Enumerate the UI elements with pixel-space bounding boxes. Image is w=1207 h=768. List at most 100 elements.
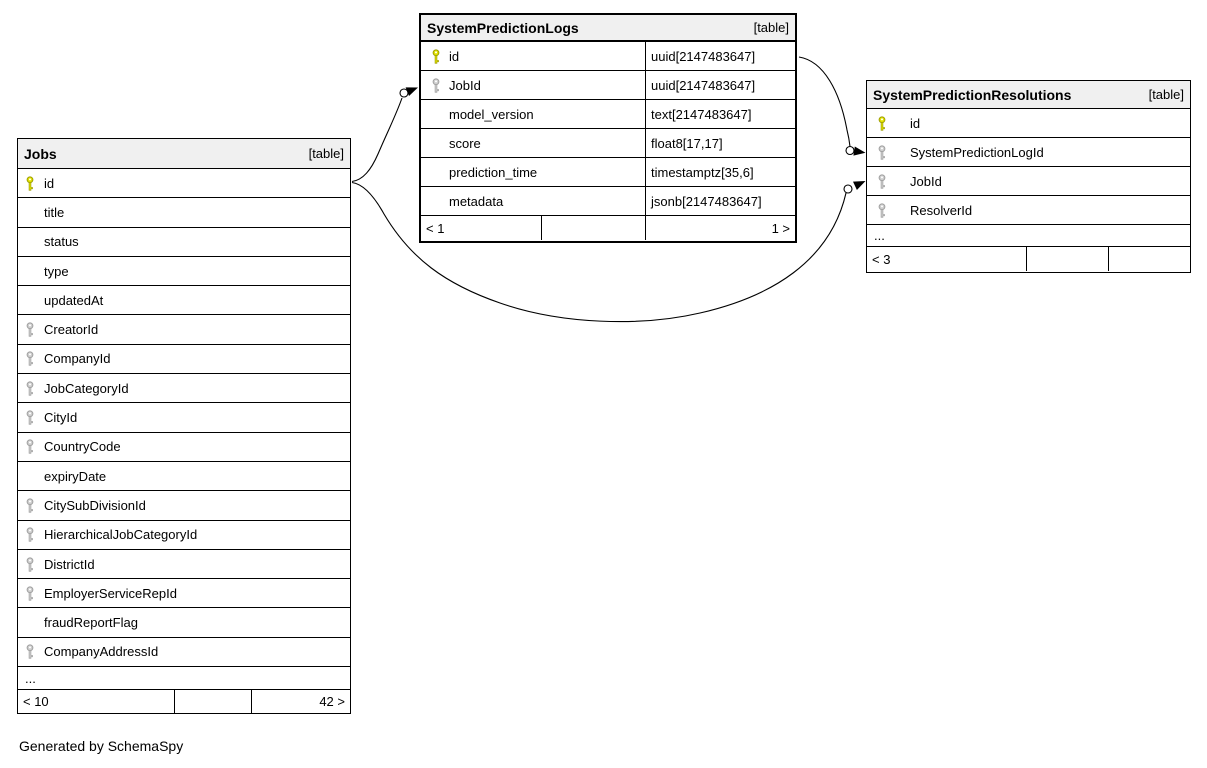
table-header[interactable]: SystemPredictionLogs [table] [421, 15, 795, 42]
table-title: SystemPredictionResolutions [873, 86, 1072, 103]
column-name: status [44, 234, 79, 250]
column-name: JobId [910, 173, 942, 189]
column-row: SystemPredictionLogId [867, 138, 1190, 167]
key-placeholder [25, 234, 35, 249]
child-count: 1 > [645, 216, 795, 240]
column-name: CitySubDivisionId [44, 497, 146, 513]
column-name: CreatorId [44, 322, 99, 338]
table-footer: < 10 42 > [18, 690, 350, 714]
foreign-key-icon [25, 351, 35, 366]
column-type: uuid[2147483647] [645, 42, 795, 70]
table-title: SystemPredictionLogs [427, 19, 579, 36]
column-row: CountryCode [18, 433, 350, 462]
cardinality-circle-marker [845, 145, 855, 156]
column-type: text[2147483647] [645, 100, 795, 128]
table-header[interactable]: SystemPredictionResolutions [table] [867, 81, 1190, 109]
column-row: DistrictId [18, 550, 350, 580]
foreign-key-icon [877, 174, 887, 189]
cardinality-circle-marker [399, 88, 409, 98]
child-count [1108, 247, 1190, 271]
column-row: metadata jsonb[2147483647] [421, 187, 795, 216]
foreign-key-icon [25, 644, 35, 659]
table-type-badge: [table] [753, 20, 789, 35]
column-row: model_version text[2147483647] [421, 100, 795, 129]
column-row: HierarchicalJobCategoryId [18, 521, 350, 550]
column-name: fraudReportFlag [44, 615, 138, 631]
column-name: SystemPredictionLogId [910, 144, 1044, 160]
column-name: type [44, 263, 69, 279]
key-placeholder [25, 469, 35, 484]
table-header[interactable]: Jobs [table] [18, 139, 350, 169]
column-name: id [44, 175, 55, 191]
column-type: timestamptz[35,6] [645, 158, 795, 186]
column-name: CityId [44, 410, 78, 426]
column-type: float8[17,17] [645, 129, 795, 157]
foreign-key-icon [25, 586, 35, 601]
column-type: jsonb[2147483647] [645, 187, 795, 215]
column-row: type [18, 257, 350, 287]
ellipsis-label: ... [25, 670, 36, 686]
column-name: expiryDate [44, 468, 107, 484]
generated-by-note: Generated by SchemaSpy [19, 738, 184, 754]
foreign-key-icon [25, 322, 35, 337]
table-jobs[interactable]: Jobs [table] id title status type update… [17, 138, 351, 714]
ellipsis-row: ... [867, 225, 1190, 247]
relationship-line [351, 97, 403, 183]
column-row: prediction_time timestamptz[35,6] [421, 158, 795, 187]
column-name: id [449, 48, 460, 64]
table-systempredictionresolutions[interactable]: SystemPredictionResolutions [table] id S… [866, 80, 1191, 273]
primary-key-icon [877, 116, 887, 131]
column-row: status [18, 228, 350, 257]
key-placeholder [431, 136, 441, 151]
table-type-badge: [table] [308, 146, 344, 161]
table-type-badge: [table] [1148, 87, 1184, 102]
column-type: uuid[2147483647] [645, 71, 795, 99]
relationship-line [798, 56, 851, 147]
column-name: ResolverId [910, 202, 973, 218]
parent-count: < 1 [426, 220, 445, 236]
foreign-key-icon [25, 498, 35, 513]
key-placeholder [25, 615, 35, 630]
column-name: model_version [449, 106, 534, 122]
column-row: score float8[17,17] [421, 129, 795, 158]
column-name: DistrictId [44, 556, 95, 572]
primary-key-icon [25, 176, 35, 191]
foreign-key-icon [25, 557, 35, 572]
column-name: EmployerServiceRepId [44, 585, 177, 601]
foreign-key-icon [431, 78, 441, 93]
column-name: CountryCode [44, 439, 121, 455]
column-name: CompanyId [44, 351, 111, 367]
column-name: HierarchicalJobCategoryId [44, 527, 198, 543]
child-count: 42 > [251, 690, 350, 714]
table-systempredictionlogs[interactable]: SystemPredictionLogs [table] id uuid[214… [419, 13, 797, 243]
column-row: title [18, 198, 350, 228]
column-row: id uuid[2147483647] [421, 42, 795, 71]
column-name: id [910, 115, 921, 131]
cardinality-circle-marker [843, 184, 853, 194]
key-placeholder [25, 293, 35, 308]
key-placeholder [431, 107, 441, 122]
arrowhead-marker [853, 181, 866, 190]
key-placeholder [431, 165, 441, 180]
foreign-key-icon [25, 410, 35, 425]
table-footer: < 3 [867, 247, 1190, 271]
column-row: updatedAt [18, 286, 350, 316]
footer-spacer-cell [541, 216, 645, 240]
table-title: Jobs [24, 145, 57, 162]
parent-count: < 3 [872, 251, 891, 267]
column-row: id [18, 169, 350, 199]
column-name: updatedAt [44, 292, 104, 308]
column-name: JobCategoryId [44, 380, 129, 396]
foreign-key-icon [877, 203, 887, 218]
foreign-key-icon [25, 381, 35, 396]
column-name: JobId [449, 77, 481, 93]
key-placeholder [25, 205, 35, 220]
column-row: CompanyAddressId [18, 638, 350, 668]
column-row: EmployerServiceRepId [18, 579, 350, 609]
column-name: score [449, 135, 481, 151]
table-footer: < 1 1 > [421, 216, 795, 240]
foreign-key-icon [25, 527, 35, 542]
foreign-key-icon [25, 439, 35, 454]
primary-key-icon [431, 49, 441, 64]
